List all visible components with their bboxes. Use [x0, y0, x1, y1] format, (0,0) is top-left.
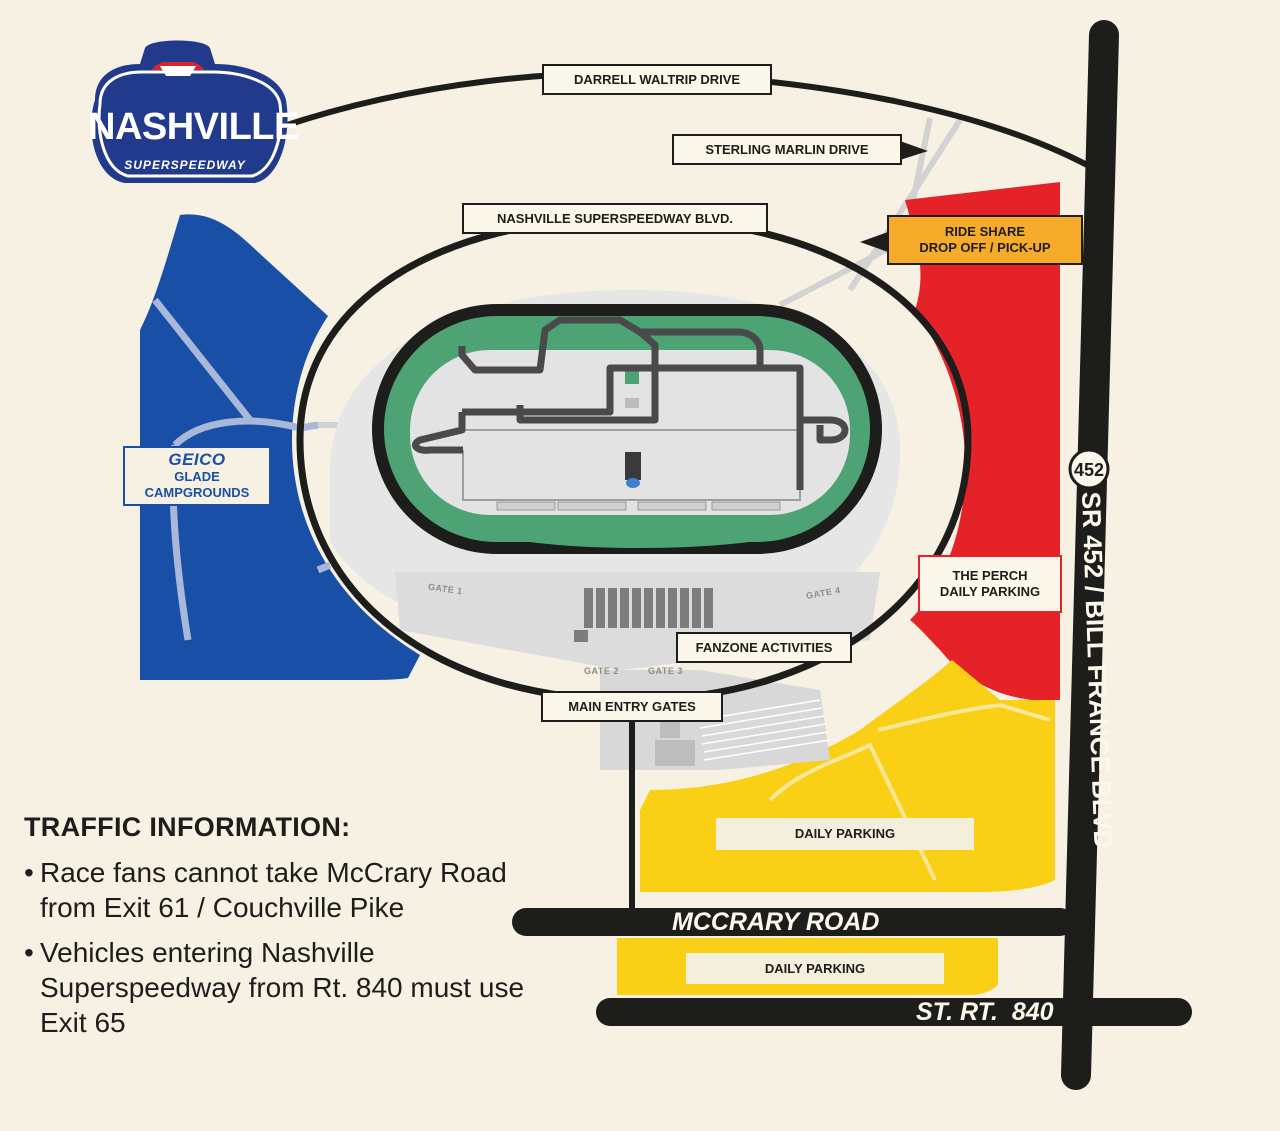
ride-share-label: RIDE SHARE DROP OFF / PICK-UP: [887, 215, 1083, 265]
nashville-logo: [91, 40, 288, 183]
st-rt-840-label: ST. RT. 840: [916, 998, 1054, 1026]
bullet: •: [24, 937, 34, 968]
fanzone-label: FANZONE ACTIVITIES: [676, 632, 852, 663]
logo-subtitle: SUPERSPEEDWAY: [124, 158, 246, 172]
perch-label: THE PERCH DAILY PARKING: [918, 555, 1062, 613]
race-track: [372, 304, 882, 554]
campgrounds-line2: CAMPGROUNDS: [144, 485, 250, 500]
superspeedway-blvd-label: NASHVILLE SUPERSPEEDWAY BLVD.: [462, 203, 768, 234]
mccrary-road-label: MCCRARY ROAD: [672, 908, 880, 936]
gate-3-label: GATE 3: [648, 666, 683, 676]
traffic-title: TRAFFIC INFORMATION:: [24, 812, 351, 842]
traffic-item-text: Race fans cannot take McCrary Road from …: [40, 857, 507, 923]
campgrounds-brand: GEICO: [168, 450, 226, 469]
perch-line2: DAILY PARKING: [939, 584, 1041, 599]
ride-share-line2: DROP OFF / PICK-UP: [919, 240, 1051, 255]
campgrounds-label: GEICO GLADE CAMPGROUNDS: [123, 446, 271, 506]
traffic-item: • Race fans cannot take McCrary Road fro…: [24, 855, 544, 925]
main-roads: [512, 20, 1192, 1090]
traffic-information: TRAFFIC INFORMATION: • Race fans cannot …: [24, 812, 544, 1050]
logo-wordmark: NASHVILLE: [88, 106, 299, 148]
ride-share-line1: RIDE SHARE: [944, 224, 1026, 239]
sterling-marlin-arrow: [900, 141, 928, 160]
daily-parking-label-lower: DAILY PARKING: [686, 953, 944, 984]
traffic-item-text: Vehicles entering Nashville Superspeedwa…: [40, 937, 525, 1038]
campgrounds-area: [140, 214, 420, 680]
darrell-waltrip-label: DARRELL WALTRIP DRIVE: [542, 64, 772, 95]
route-shield-text: 452: [1074, 460, 1104, 480]
route-shield: [1068, 448, 1110, 490]
ride-share-arrow: [860, 232, 888, 252]
perch-line1: THE PERCH: [952, 568, 1028, 583]
daily-parking-label-upper: DAILY PARKING: [716, 818, 974, 850]
campgrounds-line1: GLADE: [174, 469, 220, 484]
sterling-marlin-label: STERLING MARLIN DRIVE: [672, 134, 902, 165]
bullet: •: [24, 857, 34, 888]
main-entry-gates-label: MAIN ENTRY GATES: [541, 691, 723, 722]
traffic-item: • Vehicles entering Nashville Superspeed…: [24, 935, 544, 1040]
gate-2-label: GATE 2: [584, 666, 619, 676]
